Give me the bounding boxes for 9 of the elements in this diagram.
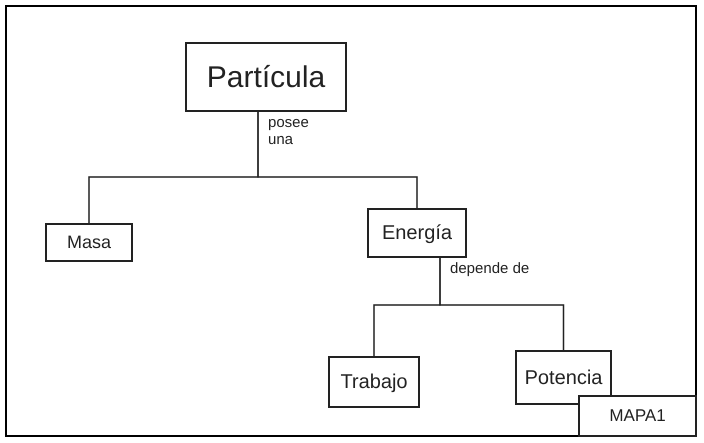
connector-line <box>439 258 564 350</box>
concept-box: Partícula <box>185 42 347 112</box>
concept-box: Potencia <box>515 350 612 405</box>
concept-box: Masa <box>45 223 133 262</box>
concept-box: MAPA1 <box>578 395 697 437</box>
edge-label: depende de <box>450 260 530 277</box>
connector-line <box>257 112 418 208</box>
concept-box: Trabajo <box>328 356 420 408</box>
concept-box: Energía <box>367 208 467 258</box>
